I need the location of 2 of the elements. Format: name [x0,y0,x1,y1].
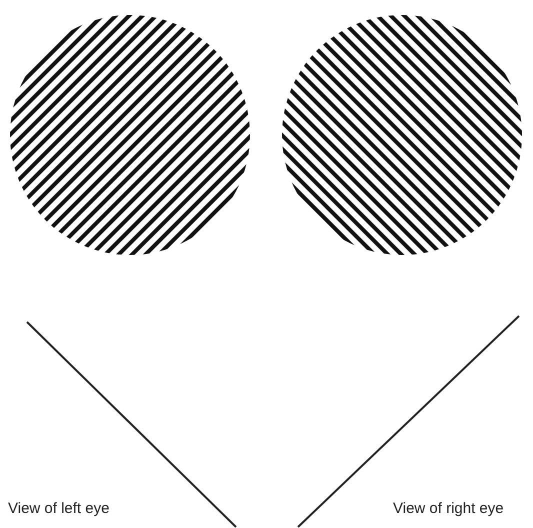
eye-view-label: View of right eye [393,500,504,517]
eye-view-label: View of left eye [8,500,110,517]
